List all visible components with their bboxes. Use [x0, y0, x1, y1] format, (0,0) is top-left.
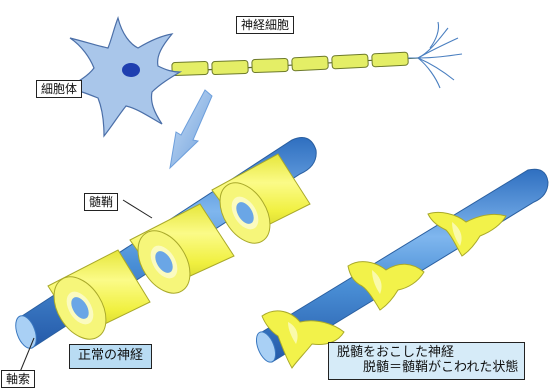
myelin-sheath-1 [47, 249, 151, 340]
neuron-drawing [64, 16, 463, 170]
axon-leader-line [19, 337, 35, 373]
demyelinated-caption-line1: 脱髄をおこした神経 [337, 345, 455, 360]
axon-terminals [408, 21, 463, 89]
myelin-sheath-2 [129, 203, 235, 294]
damaged-myelin-highlights [288, 222, 462, 344]
cell-body-label: 細胞体 [36, 80, 83, 98]
damaged-myelin [261, 211, 507, 369]
demyelinated-caption-line2: 脱髄＝髄鞘がこわれた状態 [363, 359, 519, 375]
myelin-sheath-label: 髄鞘 [84, 193, 119, 211]
demyelinated-nerve-caption: 脱髄をおこした神経 脱髄＝髄鞘がこわれた状態 [328, 342, 526, 380]
demyelinated-axon-end [255, 331, 277, 363]
nucleus [122, 63, 140, 77]
normal-nerve-drawing [15, 137, 317, 373]
cell-body-shape [64, 16, 183, 138]
demyelinated-nerve-drawing [255, 168, 549, 369]
pointer-arrow [169, 89, 213, 170]
neuron-myelin-segments [171, 51, 409, 77]
normal-nerve-caption: 正常の神経 [69, 344, 153, 369]
myelin-sheath-3 [211, 153, 311, 244]
normal-axon-end [15, 315, 37, 349]
neuron-label: 神経細胞 [236, 16, 295, 34]
axon-label: 軸索 [1, 370, 36, 388]
myelin-leader-line [122, 199, 153, 219]
